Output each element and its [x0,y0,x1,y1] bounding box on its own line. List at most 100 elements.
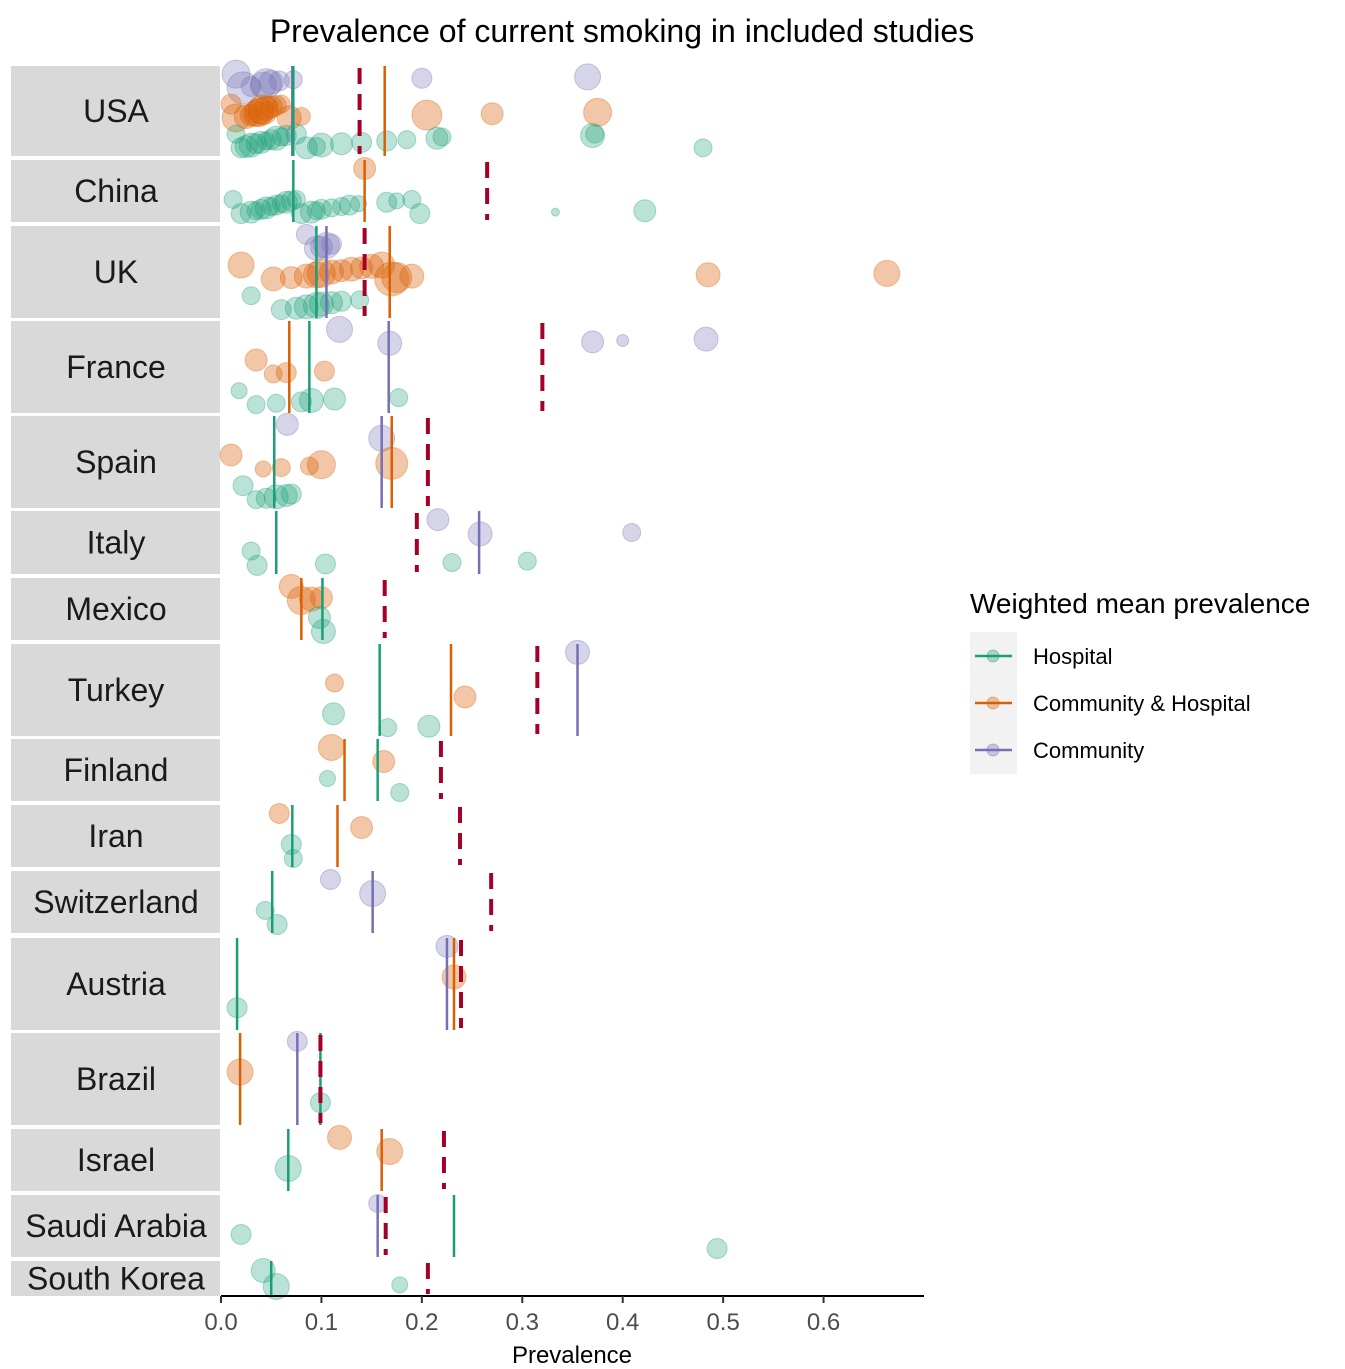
point-italy-community-0 [426,508,450,532]
point-south-korea-hospital-1 [262,1272,290,1300]
point-china-hospital-14 [306,201,326,221]
point-turkey-community-hospital-1 [453,685,477,709]
panel-france: France [11,315,719,415]
point-china-hospital-12 [290,203,312,225]
legend-point-community-hospital [986,696,1000,710]
point-china-hospital-25 [633,199,657,223]
panel-brazil: Brazil [11,1030,331,1125]
legend-label-community-hospital: Community & Hospital [1033,691,1251,716]
point-usa-community-hospital-11 [271,94,291,114]
point-usa-hospital-17 [376,130,398,152]
point-france-hospital-1 [246,395,266,415]
point-uk-hospital-1 [270,299,292,321]
point-turkey-hospital-2 [417,714,441,738]
point-spain-hospital-3 [263,484,289,510]
point-usa-hospital-9 [271,127,291,147]
point-uk-hospital-7 [331,290,353,312]
point-spain-community-hospital-0 [219,443,243,467]
x-tick-label-2: 0.2 [405,1309,438,1336]
point-china-hospital-11 [286,189,306,209]
point-usa-hospital-21 [580,123,606,149]
strip-label-saudi-arabia: Saudi Arabia [25,1208,207,1244]
point-france-community-4 [693,326,719,352]
point-france-hospital-3 [290,391,312,413]
point-usa-community-9 [574,63,602,91]
point-usa-community-hospital-14 [411,99,443,131]
point-china-hospital-21 [388,192,406,210]
point-uk-community-hospital-16 [873,259,901,287]
point-israel-community-hospital-0 [327,1124,353,1150]
point-china-hospital-22 [402,189,422,209]
panel-uk: UK [11,223,901,321]
panel-israel: Israel [11,1124,446,1191]
point-spain-community-hospital-2 [271,458,291,478]
point-usa-hospital-0 [226,124,246,144]
panel-usa: USA [11,59,713,160]
panel-austria: Austria [11,934,467,1030]
point-china-hospital-16 [321,198,341,218]
legend: Weighted mean prevalence HospitalCommuni… [970,588,1310,774]
strip-china [11,160,220,222]
strip-label-china: China [74,173,158,209]
panel-italy: Italy [11,508,642,576]
point-spain-hospital-0 [232,475,254,497]
point-usa-community-2 [240,75,262,97]
point-france-hospital-6 [389,388,409,408]
chart-title: Prevalence of current smoking in include… [270,13,974,49]
strip-south-korea [11,1261,220,1296]
point-uk-hospital-2 [284,296,308,320]
strip-saudi-arabia [11,1195,220,1257]
strip-label-brazil: Brazil [76,1061,156,1097]
point-usa-community-hospital-12 [276,105,302,131]
point-usa-hospital-16 [351,131,373,153]
point-usa-hospital-8 [263,125,289,151]
strip-spain [11,416,220,508]
point-south-korea-hospital-2 [391,1276,409,1294]
point-china-hospital-15 [310,198,332,220]
point-finland-hospital-1 [390,783,410,803]
point-italy-community-2 [622,522,642,542]
strip-turkey [11,644,220,736]
point-france-hospital-5 [322,387,346,411]
point-china-hospital-17 [332,197,352,216]
point-italy-hospital-3 [442,553,462,573]
strip-label-israel: Israel [77,1142,155,1178]
point-south-korea-hospital-0 [250,1258,276,1284]
point-usa-community-hospital-8 [253,95,279,121]
point-switzerland-hospital-1 [266,914,288,936]
point-usa-community-hospital-15 [480,102,504,126]
point-turkey-hospital-1 [378,718,398,738]
panel-mexico: Mexico [11,573,387,645]
point-france-community-hospital-0 [244,348,268,372]
strip-switzerland [11,871,220,933]
point-spain-hospital-2 [255,487,277,509]
x-tick-label-1: 0.1 [305,1309,338,1336]
point-uk-community-hospital-5 [306,258,336,288]
point-switzerland-community-0 [319,868,341,890]
point-usa-hospital-1 [230,137,252,159]
point-usa-hospital-12 [294,136,318,160]
point-iran-community-hospital-0 [268,802,290,824]
point-usa-community-hospital-2 [233,103,259,129]
panel-saudi-arabia: Saudi Arabia [11,1193,728,1260]
point-usa-community-hospital-6 [247,97,275,125]
point-china-hospital-0 [223,189,243,209]
strip-finland [11,739,220,801]
point-china-hospital-1 [230,203,252,225]
point-uk-community-hospital-1 [260,266,286,292]
point-italy-hospital-1 [246,554,268,576]
point-usa-hospital-4 [245,133,267,155]
point-uk-community-hospital-14 [399,263,425,289]
point-italy-hospital-0 [241,541,261,561]
point-usa-hospital-6 [256,131,276,151]
point-china-hospital-20 [376,191,398,213]
point-usa-hospital-13 [306,136,326,156]
strip-label-turkey: Turkey [68,672,165,708]
strip-label-switzerland: Switzerland [33,884,198,920]
point-uk-community-hospital-9 [350,256,374,280]
point-usa-community-hospital-7 [247,94,279,126]
strip-france [11,321,220,413]
